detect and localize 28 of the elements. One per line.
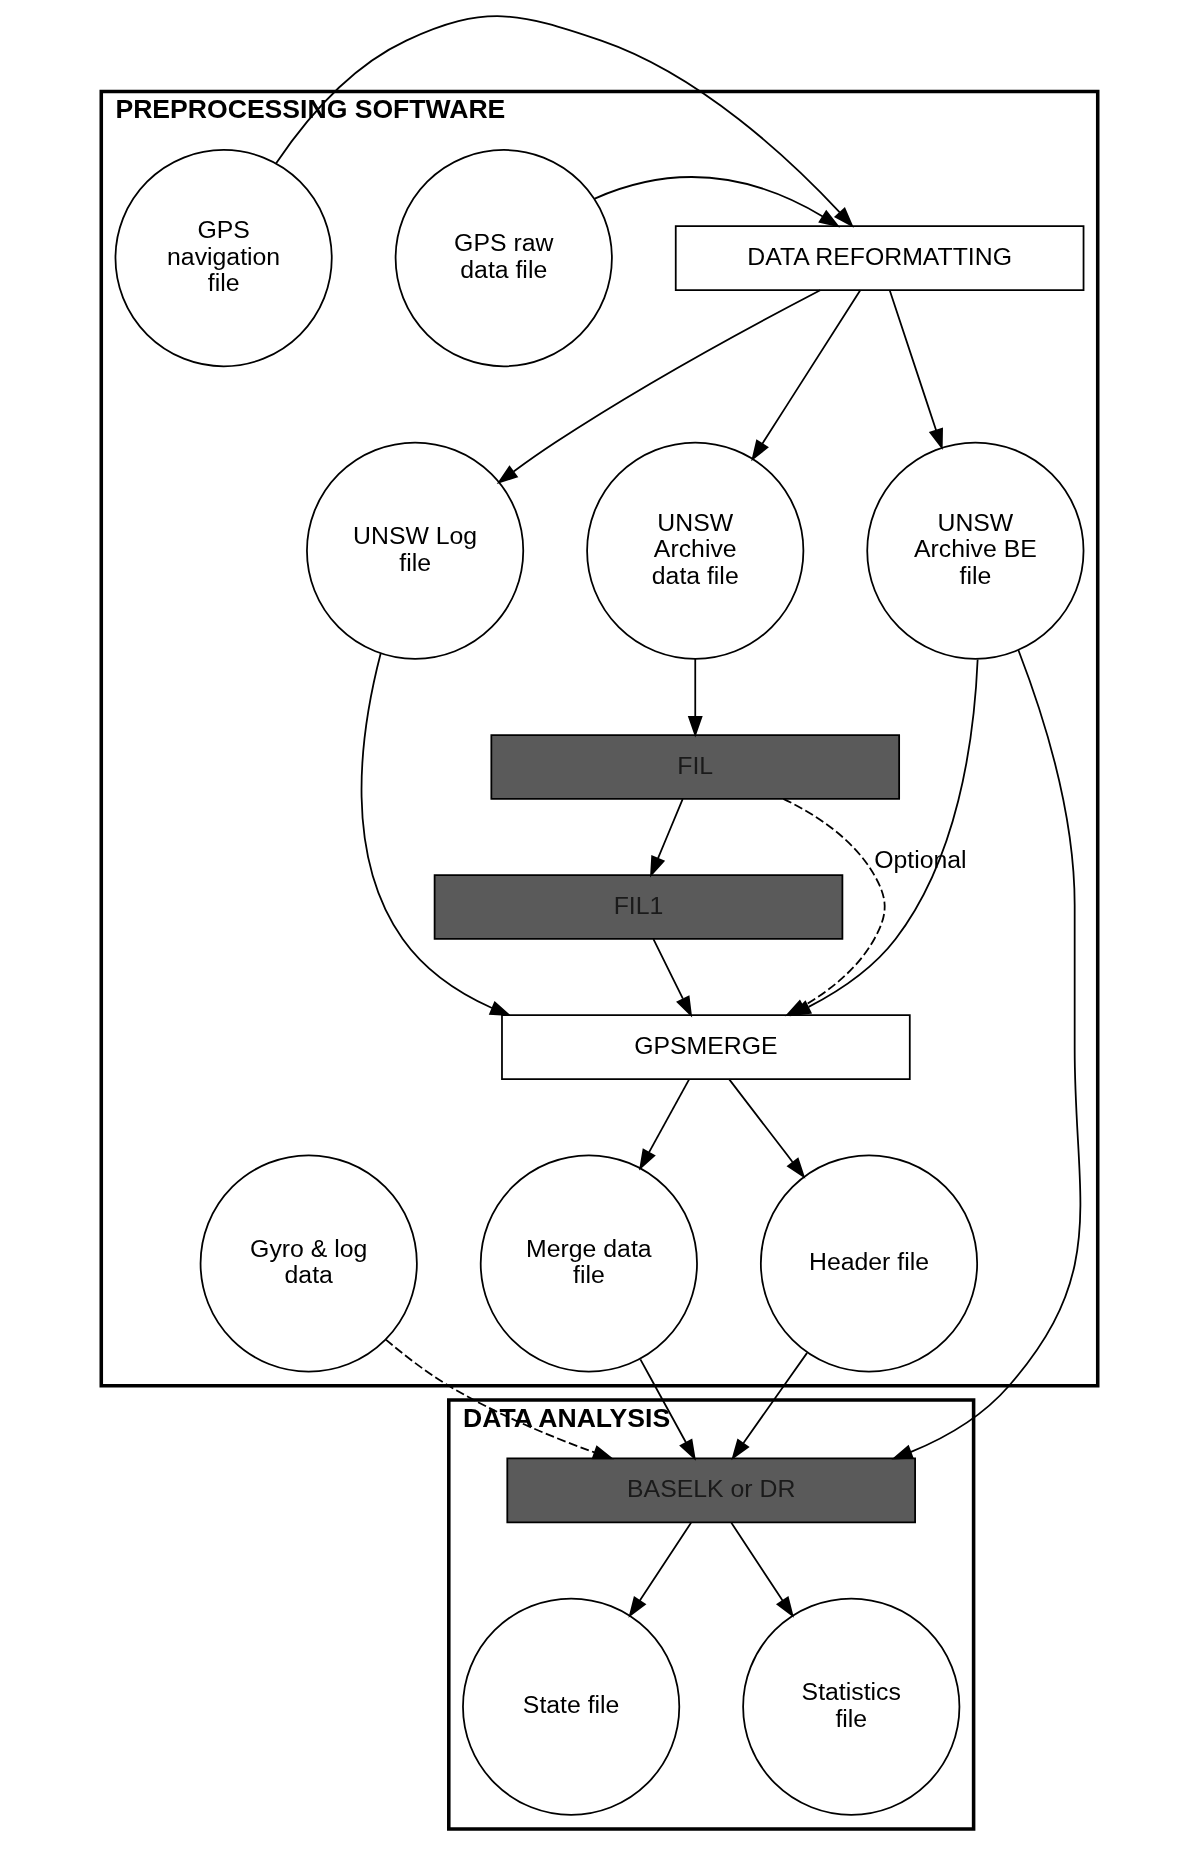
arrow <box>751 289 862 462</box>
arrow <box>650 798 684 878</box>
node-box: FIL1 <box>433 874 844 940</box>
node-box: GPSMERGE <box>501 1014 911 1080</box>
arrow <box>728 1078 806 1179</box>
arrow <box>687 657 703 738</box>
node-circle: UNSW Log file <box>306 441 525 660</box>
node-circle: GPS raw data file <box>394 149 613 368</box>
arrow <box>385 1338 615 1460</box>
node-box: BASELK or DR <box>506 1457 916 1524</box>
arrow <box>628 1521 692 1618</box>
arrow <box>888 289 943 450</box>
arrow <box>496 289 822 484</box>
arrow <box>731 1352 808 1461</box>
arrow <box>593 176 841 228</box>
arrow <box>275 15 854 228</box>
node-circle: Gyro & log data <box>199 1154 418 1373</box>
node-circle: Merge data file <box>479 1154 698 1373</box>
node-circle: GPS navigation file <box>114 149 333 368</box>
arrow <box>639 1358 696 1461</box>
arrow <box>652 938 693 1018</box>
arrow <box>360 652 512 1016</box>
arrow <box>730 1521 794 1618</box>
arrow <box>639 1078 690 1171</box>
node-box: DATA REFORMATTING <box>674 225 1085 291</box>
arrow <box>891 649 1082 1460</box>
node-circle: UNSW Archive BE file <box>866 441 1085 660</box>
node-box: FIL <box>490 734 901 800</box>
